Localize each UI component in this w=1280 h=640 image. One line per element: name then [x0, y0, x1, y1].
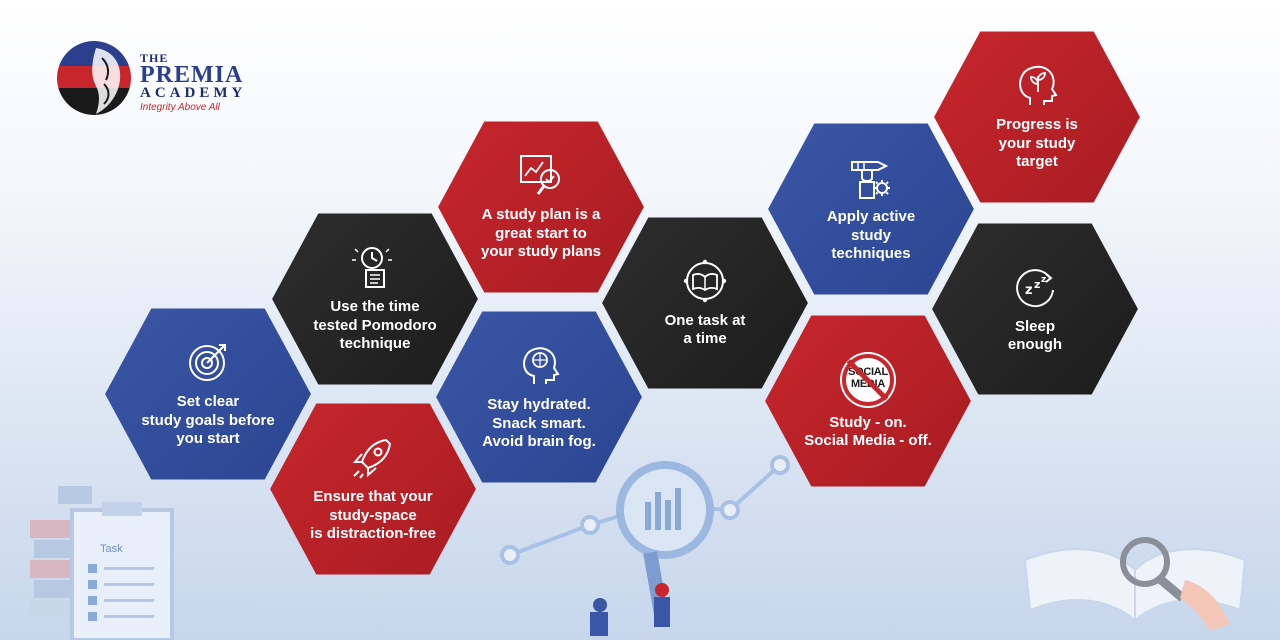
tile-label: Progress is your study target — [996, 116, 1078, 171]
tile-space: Ensure that your study-space is distract… — [270, 403, 476, 575]
open-book-magnifier-illustration — [1023, 537, 1247, 630]
tile-label: A study plan is a great start to your st… — [480, 206, 602, 261]
no-social-media-icon: SOCIAL MEDIA — [840, 351, 896, 408]
tile-label: Stay hydrated. Snack smart. Avoid brain … — [482, 396, 596, 451]
clipboard-illustration: Task — [30, 486, 174, 640]
tile-social: SOCIAL MEDIA Study - on. Social Media - … — [765, 315, 971, 487]
growth-head-icon — [1019, 66, 1058, 106]
clock-icon — [352, 247, 392, 289]
brand-academy: ACADEMY — [140, 85, 247, 101]
target-icon — [189, 344, 226, 382]
tile-label: One task at a time — [664, 311, 746, 348]
tile-label: Ensure that your study-space is distract… — [310, 488, 436, 543]
svg-text:z: z — [1041, 275, 1046, 285]
tile-pomodoro: Use the time tested Pomodoro technique — [272, 213, 478, 385]
brand-logo: THE PREMIA ACADEMY Integrity Above All — [56, 40, 256, 120]
tile-hydrated: Stay hydrated. Snack smart. Avoid brain … — [436, 311, 642, 483]
growth-chart-illustration — [500, 455, 790, 636]
svg-text:z: z — [1034, 278, 1040, 291]
book-icon — [683, 259, 727, 302]
brand-premia: PREMIA — [140, 62, 244, 88]
tile-active: Apply active study techniques — [768, 123, 974, 295]
svg-text:z: z — [1025, 283, 1033, 298]
tile-progress: Progress is your study target — [934, 31, 1140, 203]
lion-crest-icon — [57, 41, 131, 115]
clipboard-title: Task — [100, 543, 123, 555]
sleep-icon: z z z — [1016, 268, 1054, 307]
chart-magnifier-icon — [520, 155, 560, 196]
tile-label: Apply active study techniques — [826, 208, 916, 263]
tile-sleep: z z z Sleep enough — [932, 223, 1138, 395]
tile-label: Use the time tested Pomodoro technique — [313, 298, 437, 353]
tile-plan: A study plan is a great start to your st… — [438, 121, 644, 293]
tile-onetask: One task at a time — [602, 217, 808, 389]
tile-label: Sleep enough — [1007, 317, 1063, 354]
brain-head-icon — [523, 347, 560, 385]
hand-pencil-gear-icon — [851, 161, 890, 200]
brand-the: THE — [140, 51, 169, 65]
tile-label: Set clear study goals before you start — [141, 393, 275, 448]
tile-label: Study - on. Social Media - off. — [804, 413, 932, 450]
rocket-icon — [352, 439, 392, 479]
tile-goals: Set clear study goals before you start — [105, 308, 311, 480]
brand-tagline: Integrity Above All — [140, 102, 220, 113]
